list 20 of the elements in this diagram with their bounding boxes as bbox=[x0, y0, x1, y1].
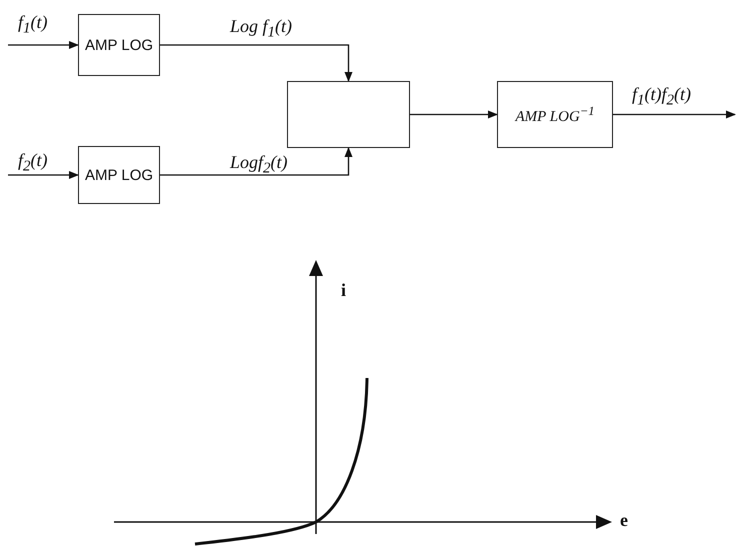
edge-label: f$_{1}$(t)f$_{2}$(t) bbox=[632, 84, 692, 110]
arrow bbox=[160, 44, 352, 82]
box-label: AMP LOG$^{−1}$ bbox=[516, 104, 594, 126]
edge-label: f$_{2}$(t) bbox=[18, 150, 48, 176]
axis-label: i bbox=[341, 280, 346, 301]
arrow bbox=[8, 41, 79, 49]
empty-box bbox=[287, 81, 410, 148]
process-box bbox=[497, 81, 613, 148]
box-label: AMP LOG bbox=[84, 166, 154, 184]
process-box bbox=[78, 14, 160, 76]
edge-label: Log f$_{1}$(t) bbox=[230, 16, 292, 42]
arrow bbox=[8, 171, 79, 179]
edge-label: f$_{1}$(t) bbox=[18, 12, 48, 38]
arrow bbox=[410, 110, 498, 118]
axis-label: e bbox=[620, 510, 628, 531]
arrow bbox=[613, 110, 736, 118]
edge-label: Logf$_{2}$(t) bbox=[230, 152, 288, 178]
box-label: AMP LOG bbox=[84, 36, 154, 54]
arrow bbox=[160, 147, 352, 176]
process-box bbox=[78, 146, 160, 204]
